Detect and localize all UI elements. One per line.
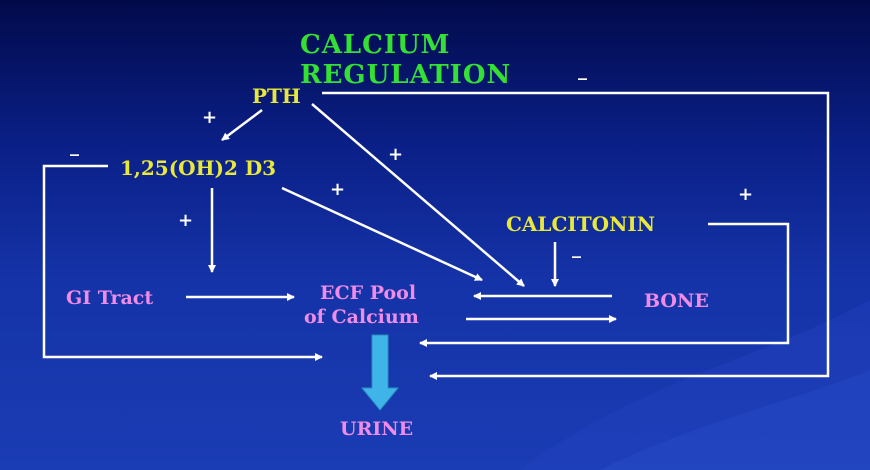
sign-pth-to-vitd: + bbox=[202, 107, 218, 128]
arrow-pth-to-vitd bbox=[221, 109, 263, 141]
node-gi-tract: GI Tract bbox=[66, 287, 154, 309]
arrow-pth-to-ecf bbox=[311, 103, 525, 287]
sign-calcitonin-to-urine: + bbox=[738, 184, 754, 205]
sign-vitd-to-ecf: + bbox=[330, 179, 346, 200]
arrow-calcitonin-to-urine bbox=[419, 222, 790, 347]
node-ecf-pool-line-2: of Calcium bbox=[304, 306, 419, 328]
arrow-pth-to-urine bbox=[322, 91, 830, 380]
title-line-1: CALCIUM bbox=[300, 30, 451, 60]
node-bone: BONE bbox=[644, 290, 709, 312]
node-ecf-pool-line-1: ECF Pool bbox=[320, 282, 417, 304]
sign-vitd-to-gi: + bbox=[178, 210, 194, 231]
node-urine: URINE bbox=[340, 418, 414, 440]
arrow-ecf-to-urine bbox=[360, 334, 400, 411]
title-line-2: REGULATION bbox=[300, 60, 512, 90]
sign-pth-to-ecf: + bbox=[388, 144, 404, 165]
arrow-vitd-to-urine bbox=[42, 164, 323, 361]
node-pth: PTH bbox=[252, 84, 301, 108]
arrow-vitd-to-ecf bbox=[281, 186, 483, 282]
sign-pth-to-urine: _ bbox=[578, 60, 587, 81]
node-calcitonin: CALCITONIN bbox=[506, 212, 655, 236]
sign-calcitonin-to-bone: _ bbox=[572, 238, 581, 259]
sign-vitd-to-urine: _ bbox=[70, 136, 79, 157]
node-vitamin-d3: 1,25(OH)2 D3 bbox=[120, 156, 277, 180]
